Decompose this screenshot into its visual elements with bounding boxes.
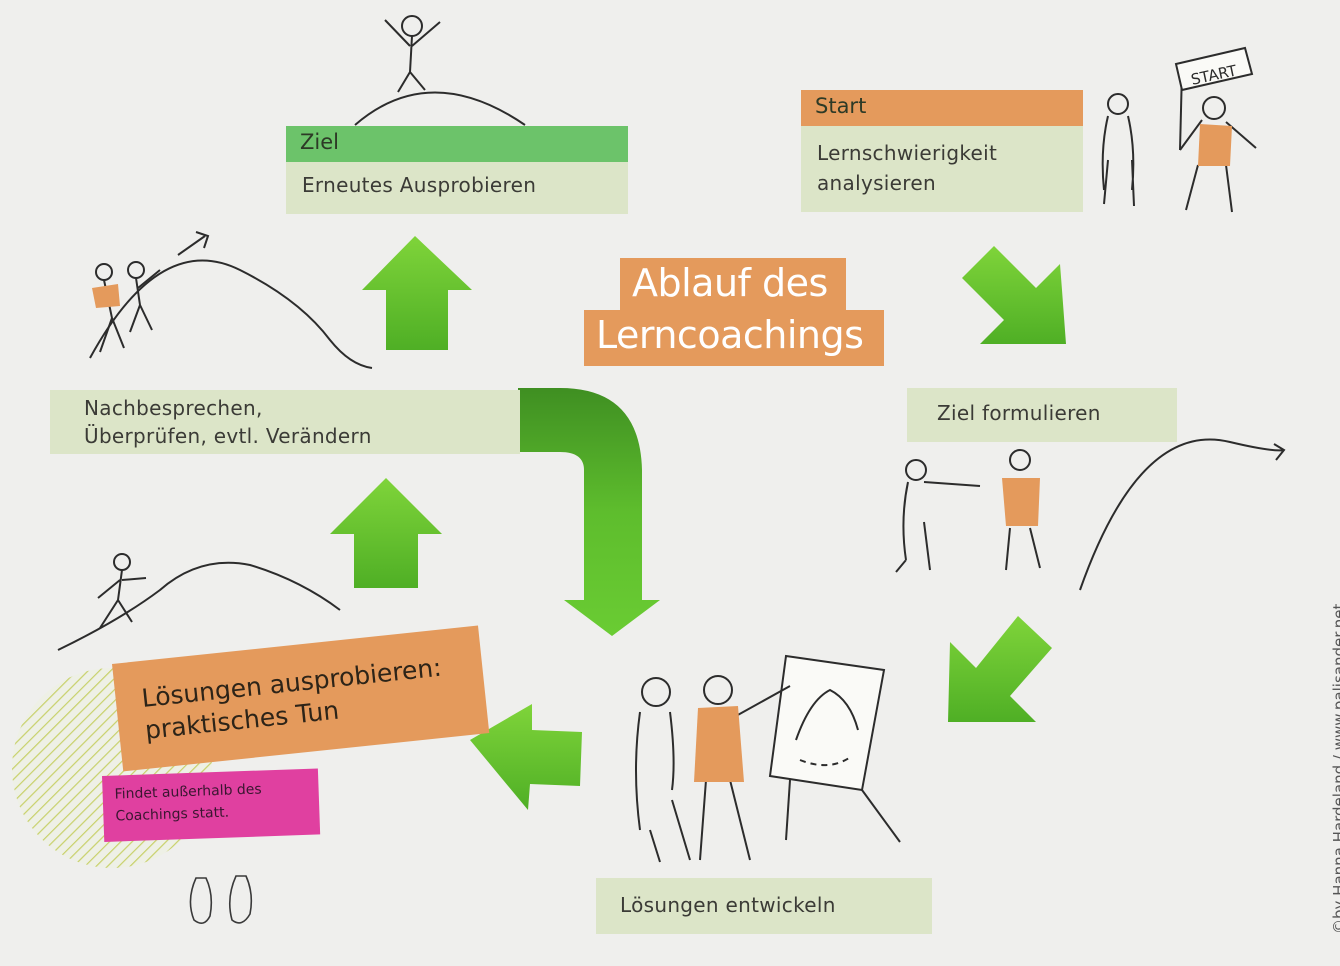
start-figures	[1101, 46, 1257, 213]
arrow-up-to-ziel	[362, 236, 472, 350]
ziel-label-text: Ziel	[300, 130, 339, 154]
note-box: Findet außerhalb des Coachings statt.	[102, 768, 321, 842]
hill-climbers	[89, 231, 373, 369]
arrow-curve-down	[518, 388, 660, 636]
credit-text: ©by Hanna Hardeland / www.palisander.net	[1330, 603, 1340, 934]
ziel-body: Erneutes Ausprobieren	[286, 162, 628, 214]
hill-top-figure	[354, 15, 526, 126]
title-text-1: Ablauf des	[632, 261, 828, 305]
ziel-formulieren-figures	[895, 438, 1286, 591]
flipchart-figures	[635, 654, 901, 863]
arrow-up-to-nachbesprechen	[330, 478, 442, 588]
orange-shirt-ziel	[1002, 478, 1040, 526]
ziel-body-text: Erneutes Ausprobieren	[302, 173, 537, 197]
ziel-formulieren-box: Ziel formulieren	[907, 388, 1177, 442]
nachbesprechen-box: Nachbesprechen, Überprüfen, evtl. Veränd…	[50, 390, 520, 454]
start-label-text: Start	[815, 94, 867, 118]
footprints-icon	[189, 875, 253, 924]
orange-shirt-coach	[694, 706, 744, 782]
start-body: Lernschwierigkeit analysieren	[801, 126, 1083, 212]
ziel-label: Ziel	[286, 126, 628, 162]
ziel-formulieren-text: Ziel formulieren	[937, 401, 1101, 425]
nachbesprechen-line1: Nachbesprechen,	[84, 396, 263, 420]
loesungen-entwickeln-text: Lösungen entwickeln	[620, 893, 836, 917]
orange-shirt-climber	[92, 284, 120, 308]
arrow-to-loesungen-ausprobieren	[470, 704, 582, 810]
start-body-line1: Lernschwierigkeit	[817, 141, 998, 165]
nachbesprechen-line2: Überprüfen, evtl. Verändern	[84, 424, 372, 448]
arrow-start-to-ziel-formulieren	[962, 246, 1066, 344]
loesungen-entwickeln-box: Lösungen entwickeln	[596, 878, 932, 934]
arrow-to-loesungen-entwickeln	[948, 616, 1052, 722]
title-text-2: Lerncoachings	[596, 313, 864, 357]
start-body-line2: analysieren	[817, 171, 936, 195]
title-line-2: Lerncoachings	[584, 310, 884, 366]
title-line-1: Ablauf des	[620, 258, 846, 310]
start-label: Start	[801, 90, 1083, 126]
hill-bottom-left	[57, 553, 341, 651]
orange-shirt-start	[1198, 124, 1232, 166]
